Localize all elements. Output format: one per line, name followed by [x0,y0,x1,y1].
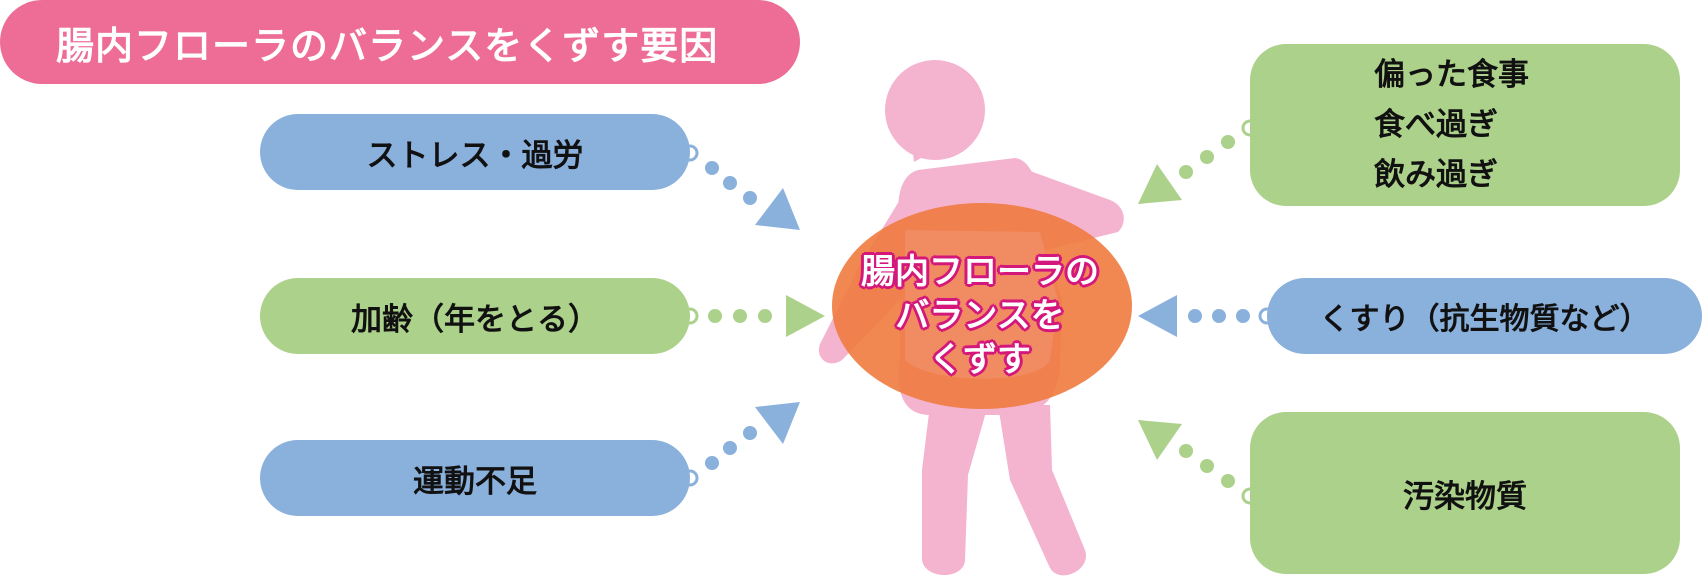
arrowhead-aging [786,295,825,337]
arrowhead-pollutants [1138,420,1182,460]
connector-stress [681,144,800,230]
center-ellipse [832,203,1132,409]
arrowhead-stress [755,188,800,230]
center-label: 腸内フローラの バランスを くずす [830,246,1130,386]
arrowhead-exercise [755,402,800,444]
figure-leg-right [998,405,1086,576]
factor-medicine: くすり（抗生物質など） [1267,278,1702,354]
center-label-line1: 腸内フローラの [861,252,1099,292]
figure-leg-left [922,405,988,575]
connector-exercise [681,402,800,487]
factor-aging: 加齢（年をとる） [260,278,690,354]
factor-diet-line3: 飲み過ぎ [1374,157,1498,193]
diagram-title: 腸内フローラのバランスをくずす要因 [0,0,800,84]
figure-head [885,60,985,160]
figure-head-notch [912,145,935,162]
factor-exercise: 運動不足 [260,440,690,516]
arrowhead-medicine [1138,295,1177,337]
connector-diet [1138,119,1259,204]
connector-aging [681,295,825,337]
factor-pollutants: 汚染物質 [1250,412,1680,574]
center-label-line3: くずす [929,340,1031,380]
connector-pollutants [1138,420,1259,505]
center-label-line2: バランスを [895,296,1065,336]
factor-diet: 偏った食事 食べ過ぎ 飲み過ぎ [1250,44,1680,206]
connector-medicine [1138,295,1276,337]
factor-stress: ストレス・過労 [260,114,690,190]
figure-overlay [905,230,1058,379]
arrowhead-diet [1138,164,1182,204]
factor-diet-line1: 偏った食事 [1374,57,1529,93]
factor-diet-line2: 食べ過ぎ [1374,107,1498,143]
